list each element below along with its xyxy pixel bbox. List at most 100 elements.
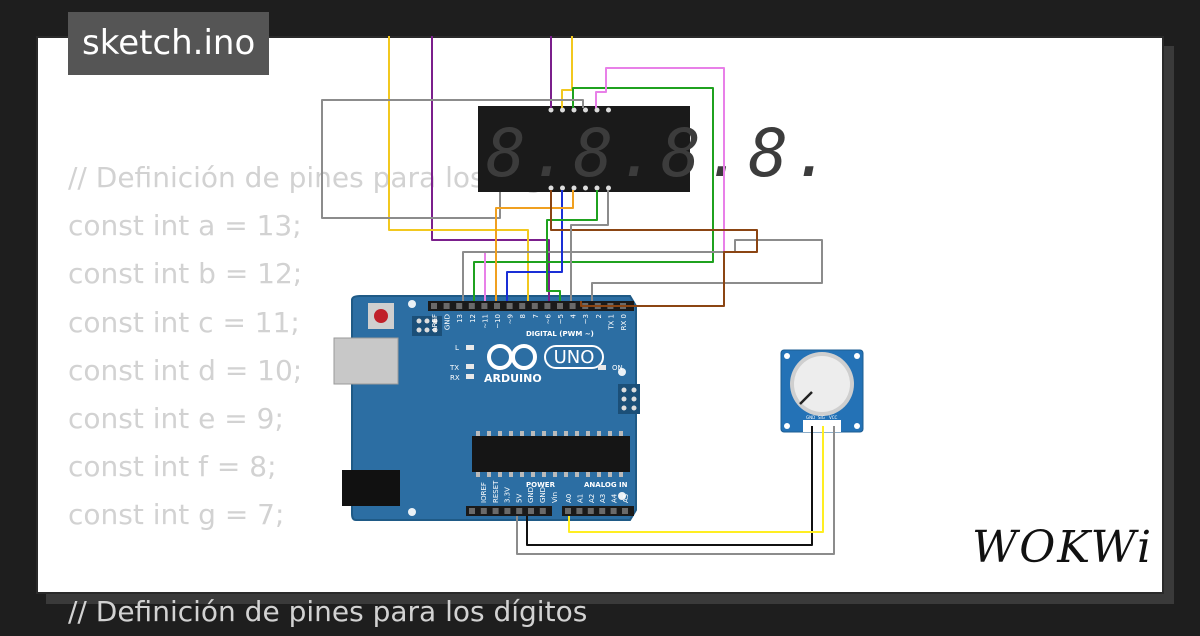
code-line: const int e = 9; — [68, 402, 284, 436]
wire-gray — [516, 426, 835, 555]
header-pin[interactable] — [599, 508, 606, 514]
code-line: const int d = 10; — [68, 353, 303, 387]
power-jack — [342, 470, 400, 506]
potentiometer-knob[interactable] — [794, 356, 850, 412]
pin-label: GND — [539, 487, 547, 503]
display-pin[interactable] — [560, 185, 565, 191]
pin-label: A0 — [565, 494, 573, 503]
display-pin[interactable] — [594, 107, 600, 113]
pin-label: 7 — [532, 314, 540, 318]
knob-indicator — [799, 391, 813, 405]
pin-label: 12 — [469, 314, 477, 323]
header-pin[interactable] — [481, 303, 488, 309]
pin-label: GND — [527, 487, 535, 503]
analog-section-label: ANALOG IN — [584, 481, 628, 489]
pin-label: 8 — [519, 314, 527, 318]
code-line: const int a = 13; — [68, 209, 302, 243]
pin-label: ~11 — [481, 314, 489, 329]
header-pin[interactable] — [569, 303, 576, 309]
header-pin[interactable] — [576, 508, 583, 514]
header-pin[interactable] — [528, 508, 534, 514]
header-pin[interactable] — [504, 508, 511, 514]
display-pin[interactable] — [583, 107, 588, 113]
display-pin[interactable] — [571, 107, 577, 113]
board-model-label: UNO — [554, 347, 595, 368]
pin-label: ~10 — [494, 314, 502, 329]
wire-brown — [550, 190, 758, 307]
display-pin[interactable] — [606, 185, 611, 191]
pin-label: 4 — [570, 313, 578, 318]
code-line: // Definición de pines para los dígitos — [68, 594, 588, 628]
header-pin[interactable] — [469, 508, 475, 514]
header-pin[interactable] — [516, 508, 523, 514]
pin-label: A3 — [599, 494, 607, 503]
power-section-label: POWER — [526, 481, 556, 489]
pin-label: A1 — [576, 494, 584, 503]
display-pin[interactable] — [548, 185, 554, 191]
led-l-label: L — [455, 344, 459, 352]
pin-label: A4 — [611, 493, 619, 503]
potentiometer[interactable]: GND SIG VCC — [780, 349, 864, 433]
header-pin[interactable] — [610, 508, 617, 514]
header-pin[interactable] — [622, 508, 628, 514]
header-pin[interactable] — [494, 303, 500, 309]
wire-green — [473, 87, 714, 301]
code-line: const int b = 12; — [68, 257, 303, 291]
header-pin[interactable] — [519, 303, 526, 309]
header-pin[interactable] — [443, 303, 450, 309]
header-pin[interactable] — [468, 303, 475, 309]
wire-purple — [431, 36, 550, 301]
wire-gray — [570, 190, 609, 301]
display-pin[interactable] — [571, 185, 577, 191]
header-pin[interactable] — [544, 303, 551, 309]
led-tx-label: TX — [449, 364, 459, 372]
board-brand-label: ARDUINO — [484, 372, 542, 385]
pin-label: ~6 — [544, 313, 552, 324]
display-digits: 8.8.8.8. — [486, 115, 836, 192]
wires — [321, 36, 835, 555]
header-pin[interactable] — [587, 508, 594, 514]
header-pin[interactable] — [456, 303, 463, 309]
header-pin[interactable] — [480, 508, 487, 514]
pot-pin-sig: SIG — [818, 415, 825, 420]
wire-yellow — [561, 36, 573, 108]
pin-label: GND — [444, 314, 452, 330]
digital-pins-label: DIGITAL (PWM ~) — [526, 330, 594, 338]
code-line: const int c = 11; — [68, 305, 300, 339]
digital-header — [428, 301, 634, 311]
pin-label: RESET — [492, 480, 500, 503]
header-pin[interactable] — [531, 303, 538, 309]
header-pin[interactable] — [506, 303, 513, 309]
wire-black — [526, 426, 813, 546]
display-pin[interactable] — [594, 185, 600, 191]
wire-green — [546, 190, 598, 301]
display-pin[interactable] — [560, 107, 565, 113]
pin-label: TX 1 — [607, 314, 615, 331]
seven-segment-display[interactable]: 8.8.8.8. — [478, 106, 836, 192]
arduino-uno-board[interactable]: UNO ARDUINO DIGITAL (PWM ~) ON L TX RX P… — [333, 295, 640, 521]
led-rx-label: RX — [450, 374, 460, 382]
pin-label: ~9 — [507, 314, 515, 324]
wire-yellow — [568, 426, 824, 533]
pin-label: A5 — [622, 494, 630, 503]
header-pin[interactable] — [557, 303, 563, 309]
pin-label: ~5 — [557, 314, 565, 324]
wire-gray — [462, 239, 823, 301]
display-pin[interactable] — [583, 185, 588, 191]
wokwi-logo: WOKWi — [972, 522, 1154, 573]
display-pin[interactable] — [606, 107, 611, 113]
pin-label: 13 — [456, 314, 464, 323]
sketch-title: sketch.ino — [68, 12, 270, 75]
pin-label: IOREF — [480, 482, 488, 503]
pin-label: Vin — [551, 492, 559, 503]
pot-pin-gnd: GND — [806, 415, 815, 420]
display-pin[interactable] — [548, 107, 554, 113]
wire-blue — [506, 190, 563, 301]
header-pin[interactable] — [492, 508, 499, 514]
header-pin[interactable] — [565, 508, 571, 514]
wire-gray — [321, 99, 584, 219]
header-pin[interactable] — [539, 508, 546, 514]
header-pin[interactable] — [431, 303, 437, 309]
analog-header — [562, 506, 634, 516]
